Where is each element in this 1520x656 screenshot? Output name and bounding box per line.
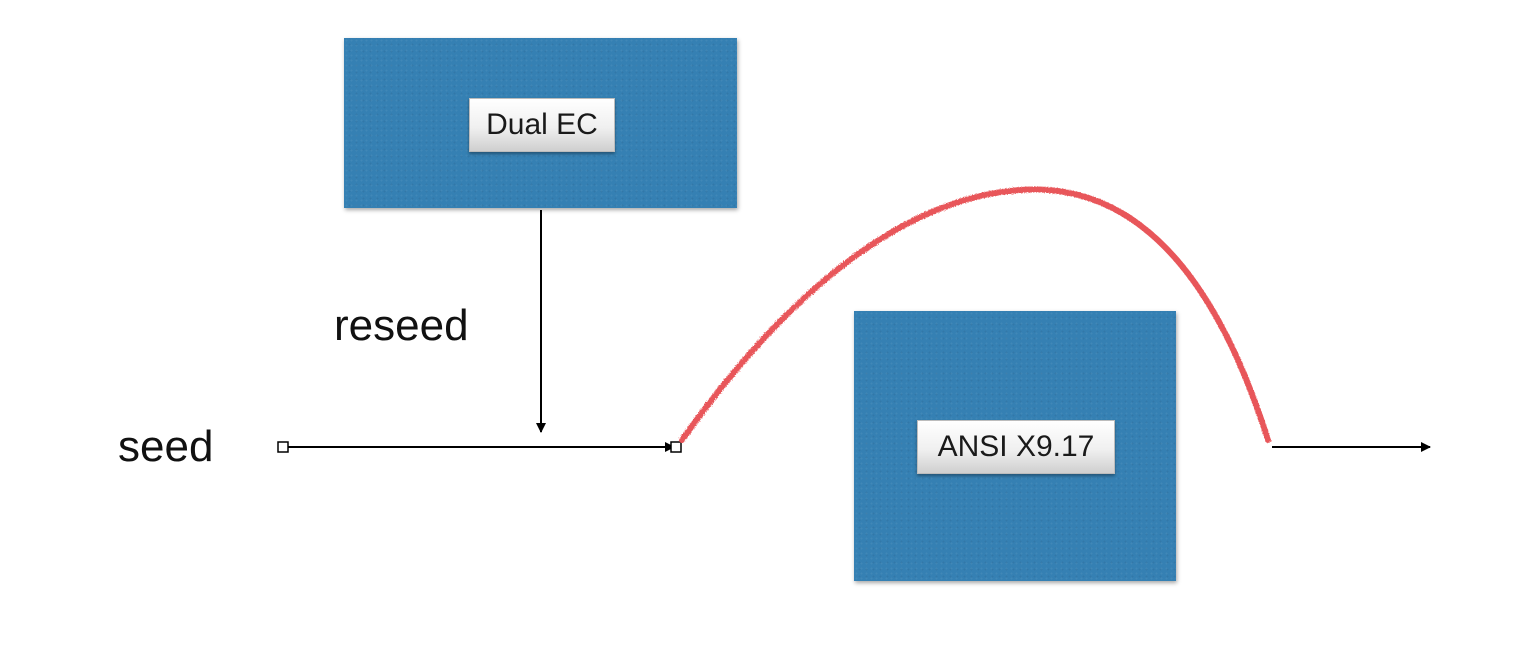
seed-start-handle bbox=[277, 441, 289, 453]
ansi-x917-label: ANSI X9.17 bbox=[917, 420, 1115, 474]
reseed-label: reseed bbox=[334, 301, 469, 350]
seed-label: seed bbox=[118, 422, 214, 471]
ansi-x917-box bbox=[854, 311, 1176, 581]
seed-end-handle bbox=[670, 441, 682, 453]
dual-ec-label: Dual EC bbox=[469, 98, 615, 152]
bypass-curve bbox=[679, 186, 1271, 443]
